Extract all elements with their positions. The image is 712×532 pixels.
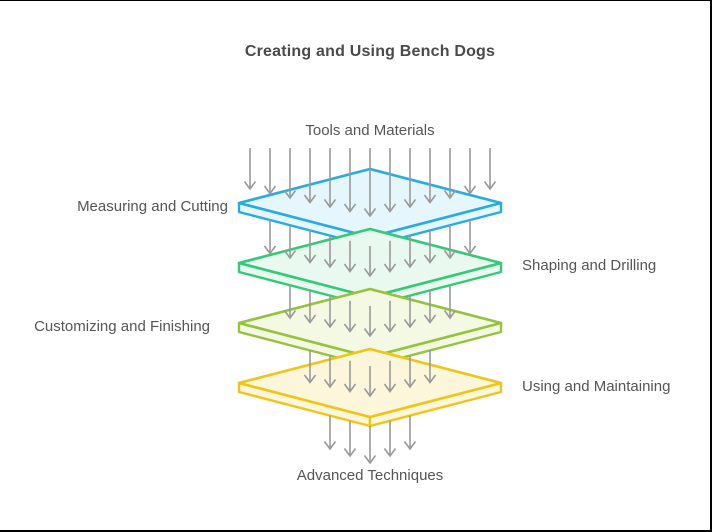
flow-arrow-icon xyxy=(363,426,377,465)
sink-node-label: Advanced Techniques xyxy=(296,467,444,484)
flow-arrow-icon xyxy=(283,285,297,320)
flow-arrow-icon xyxy=(243,148,257,191)
flow-arrow-icon xyxy=(323,295,337,329)
flow-arrow-icon xyxy=(283,148,297,200)
flow-arrow-icon xyxy=(323,355,337,389)
flow-arrow-icon xyxy=(363,366,377,398)
flow-arrow-icon xyxy=(343,300,357,333)
flow-arrow-icon xyxy=(343,420,357,458)
flow-arrow-icon xyxy=(363,148,377,218)
flow-arrow-icon xyxy=(303,148,317,204)
flow-arrow-icon xyxy=(423,350,437,384)
flow-arrow-icon xyxy=(323,148,337,209)
flow-arrow-icon xyxy=(343,360,357,393)
flow-arrow-icon xyxy=(383,240,397,273)
flow-arrow-icon xyxy=(343,240,357,273)
flow-arrow-icon xyxy=(283,225,297,260)
flow-arrow-icon xyxy=(423,230,437,264)
flow-arrow-icon xyxy=(303,290,317,324)
flow-arrow-icon xyxy=(443,225,457,260)
flow-arrow-icon xyxy=(403,355,417,389)
flow-arrow-icon xyxy=(363,306,377,338)
flow-arrow-icon xyxy=(483,148,497,191)
flow-arrow-icon xyxy=(383,360,397,393)
flow-arrow-icon xyxy=(423,148,437,204)
flow-arrow-icon xyxy=(303,230,317,264)
flow-arrow-icon xyxy=(423,290,437,324)
flow-arrow-icon xyxy=(403,415,417,451)
flow-arrow-icon xyxy=(383,148,397,213)
layer-2-label: Shaping and Drilling xyxy=(522,257,657,274)
flow-arrow-icon xyxy=(263,148,277,195)
flow-arrow-icon xyxy=(403,295,417,329)
flow-arrow-icon xyxy=(443,148,457,200)
layer-3-label: Customizing and Finishing xyxy=(34,318,210,335)
layer-4-label: Using and Maintaining xyxy=(522,378,671,395)
flow-arrow-icon xyxy=(363,246,377,278)
flow-arrow-icon xyxy=(443,285,457,320)
flow-arrow-icon xyxy=(323,235,337,269)
flow-arrow-icon xyxy=(463,148,477,195)
flow-arrow-icon xyxy=(263,219,277,255)
flow-arrow-icon xyxy=(303,350,317,384)
flow-arrow-icon xyxy=(323,415,337,451)
flow-arrow-icon xyxy=(403,235,417,269)
flow-arrow-icon xyxy=(343,148,357,213)
flow-arrow-icon xyxy=(403,148,417,209)
diagram-title: Creating and Using Bench Dogs xyxy=(244,43,496,60)
flow-arrow-icon xyxy=(463,219,477,255)
layer-1-label: Measuring and Cutting xyxy=(77,198,228,215)
flow-arrow-icon xyxy=(383,300,397,333)
flow-arrow-icon xyxy=(383,420,397,458)
source-node-label: Tools and Materials xyxy=(305,122,435,139)
